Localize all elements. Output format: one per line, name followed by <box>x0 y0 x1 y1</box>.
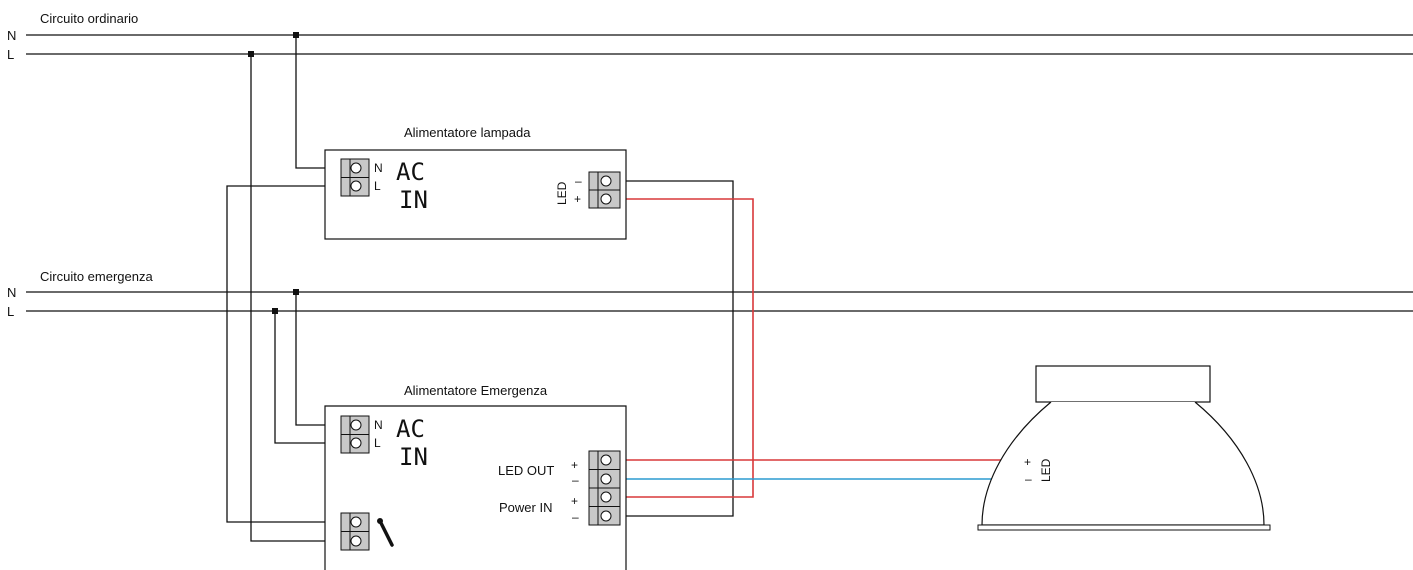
wire-led-negative-return <box>620 180 734 517</box>
terminal-block-icon <box>588 450 621 526</box>
lamp-led-plus: + <box>574 192 581 206</box>
screw-icon <box>600 193 612 205</box>
terminal-block-icon <box>340 158 370 197</box>
luminaire-driver-housing <box>1035 365 1211 403</box>
switch-icon <box>377 518 394 547</box>
luminaire-minus: – <box>1025 472 1032 486</box>
emergency-driver-title: Alimentatore Emergenza <box>404 383 548 398</box>
screw-icon <box>350 180 362 192</box>
screw-icon <box>600 491 612 503</box>
wire-switched-l <box>226 185 341 523</box>
ordinary-l-label: L <box>7 47 14 62</box>
lamp-ac-label: AC <box>396 158 425 186</box>
lamp-driver-title: Alimentatore lampada <box>404 125 531 140</box>
lamp-in-label: IN <box>399 186 428 214</box>
luminaire-led-label: LED <box>1039 458 1053 482</box>
emergency-circuit-title: Circuito emergenza <box>40 269 153 284</box>
wire-emergency-n <box>295 292 341 426</box>
emergency-l-terminal-label: L <box>374 436 381 450</box>
wire-ordinary-n <box>295 35 341 169</box>
ordinary-circuit: Circuito ordinario N L <box>7 11 1413 62</box>
wire-led-positive-feed <box>620 198 754 498</box>
ordinary-n-label: N <box>7 28 16 43</box>
screw-icon <box>600 510 612 522</box>
emergency-driver: Alimentatore Emergenza N L AC IN LED OUT <box>324 383 627 570</box>
wire-ordinary-l <box>250 54 341 542</box>
colored-wires <box>620 198 1018 498</box>
terminal-block-icon <box>588 171 621 209</box>
emergency-n-label: N <box>7 285 16 300</box>
emergency-driver-box <box>324 405 627 570</box>
lamp-led-label: LED <box>555 181 569 205</box>
emergency-l-label: L <box>7 304 14 319</box>
emergency-in-label: IN <box>399 443 428 471</box>
screw-icon <box>350 419 362 431</box>
led-luminaire: + – LED <box>977 365 1271 531</box>
emergency-circuit: Circuito emergenza N L <box>7 269 1413 319</box>
power-in-label: Power IN <box>499 500 552 515</box>
terminal-block-icon <box>340 415 370 454</box>
screw-icon <box>600 473 612 485</box>
luminaire-flange <box>977 524 1271 531</box>
lamp-led-minus: – <box>575 174 582 188</box>
lamp-driver-box <box>324 149 627 240</box>
power-in-plus: + <box>571 494 578 508</box>
lamp-l-label: L <box>374 179 381 193</box>
luminaire-plus: + <box>1024 455 1031 469</box>
ordinary-circuit-title: Circuito ordinario <box>40 11 138 26</box>
led-out-plus: + <box>571 458 578 472</box>
power-in-minus: – <box>572 510 579 524</box>
emergency-ac-label: AC <box>396 415 425 443</box>
lamp-n-label: N <box>374 161 383 175</box>
screw-icon <box>600 454 612 466</box>
screw-icon <box>600 175 612 187</box>
led-out-minus: – <box>572 473 579 487</box>
screw-icon <box>350 516 362 528</box>
screw-icon <box>350 162 362 174</box>
screw-icon <box>350 437 362 449</box>
emergency-n-terminal-label: N <box>374 418 383 432</box>
lamp-driver: Alimentatore lampada N L AC IN – + LED <box>324 125 627 240</box>
wire-emergency-l <box>274 311 341 444</box>
screw-icon <box>350 535 362 547</box>
led-out-label: LED OUT <box>498 463 554 478</box>
terminal-block-icon <box>340 512 370 551</box>
